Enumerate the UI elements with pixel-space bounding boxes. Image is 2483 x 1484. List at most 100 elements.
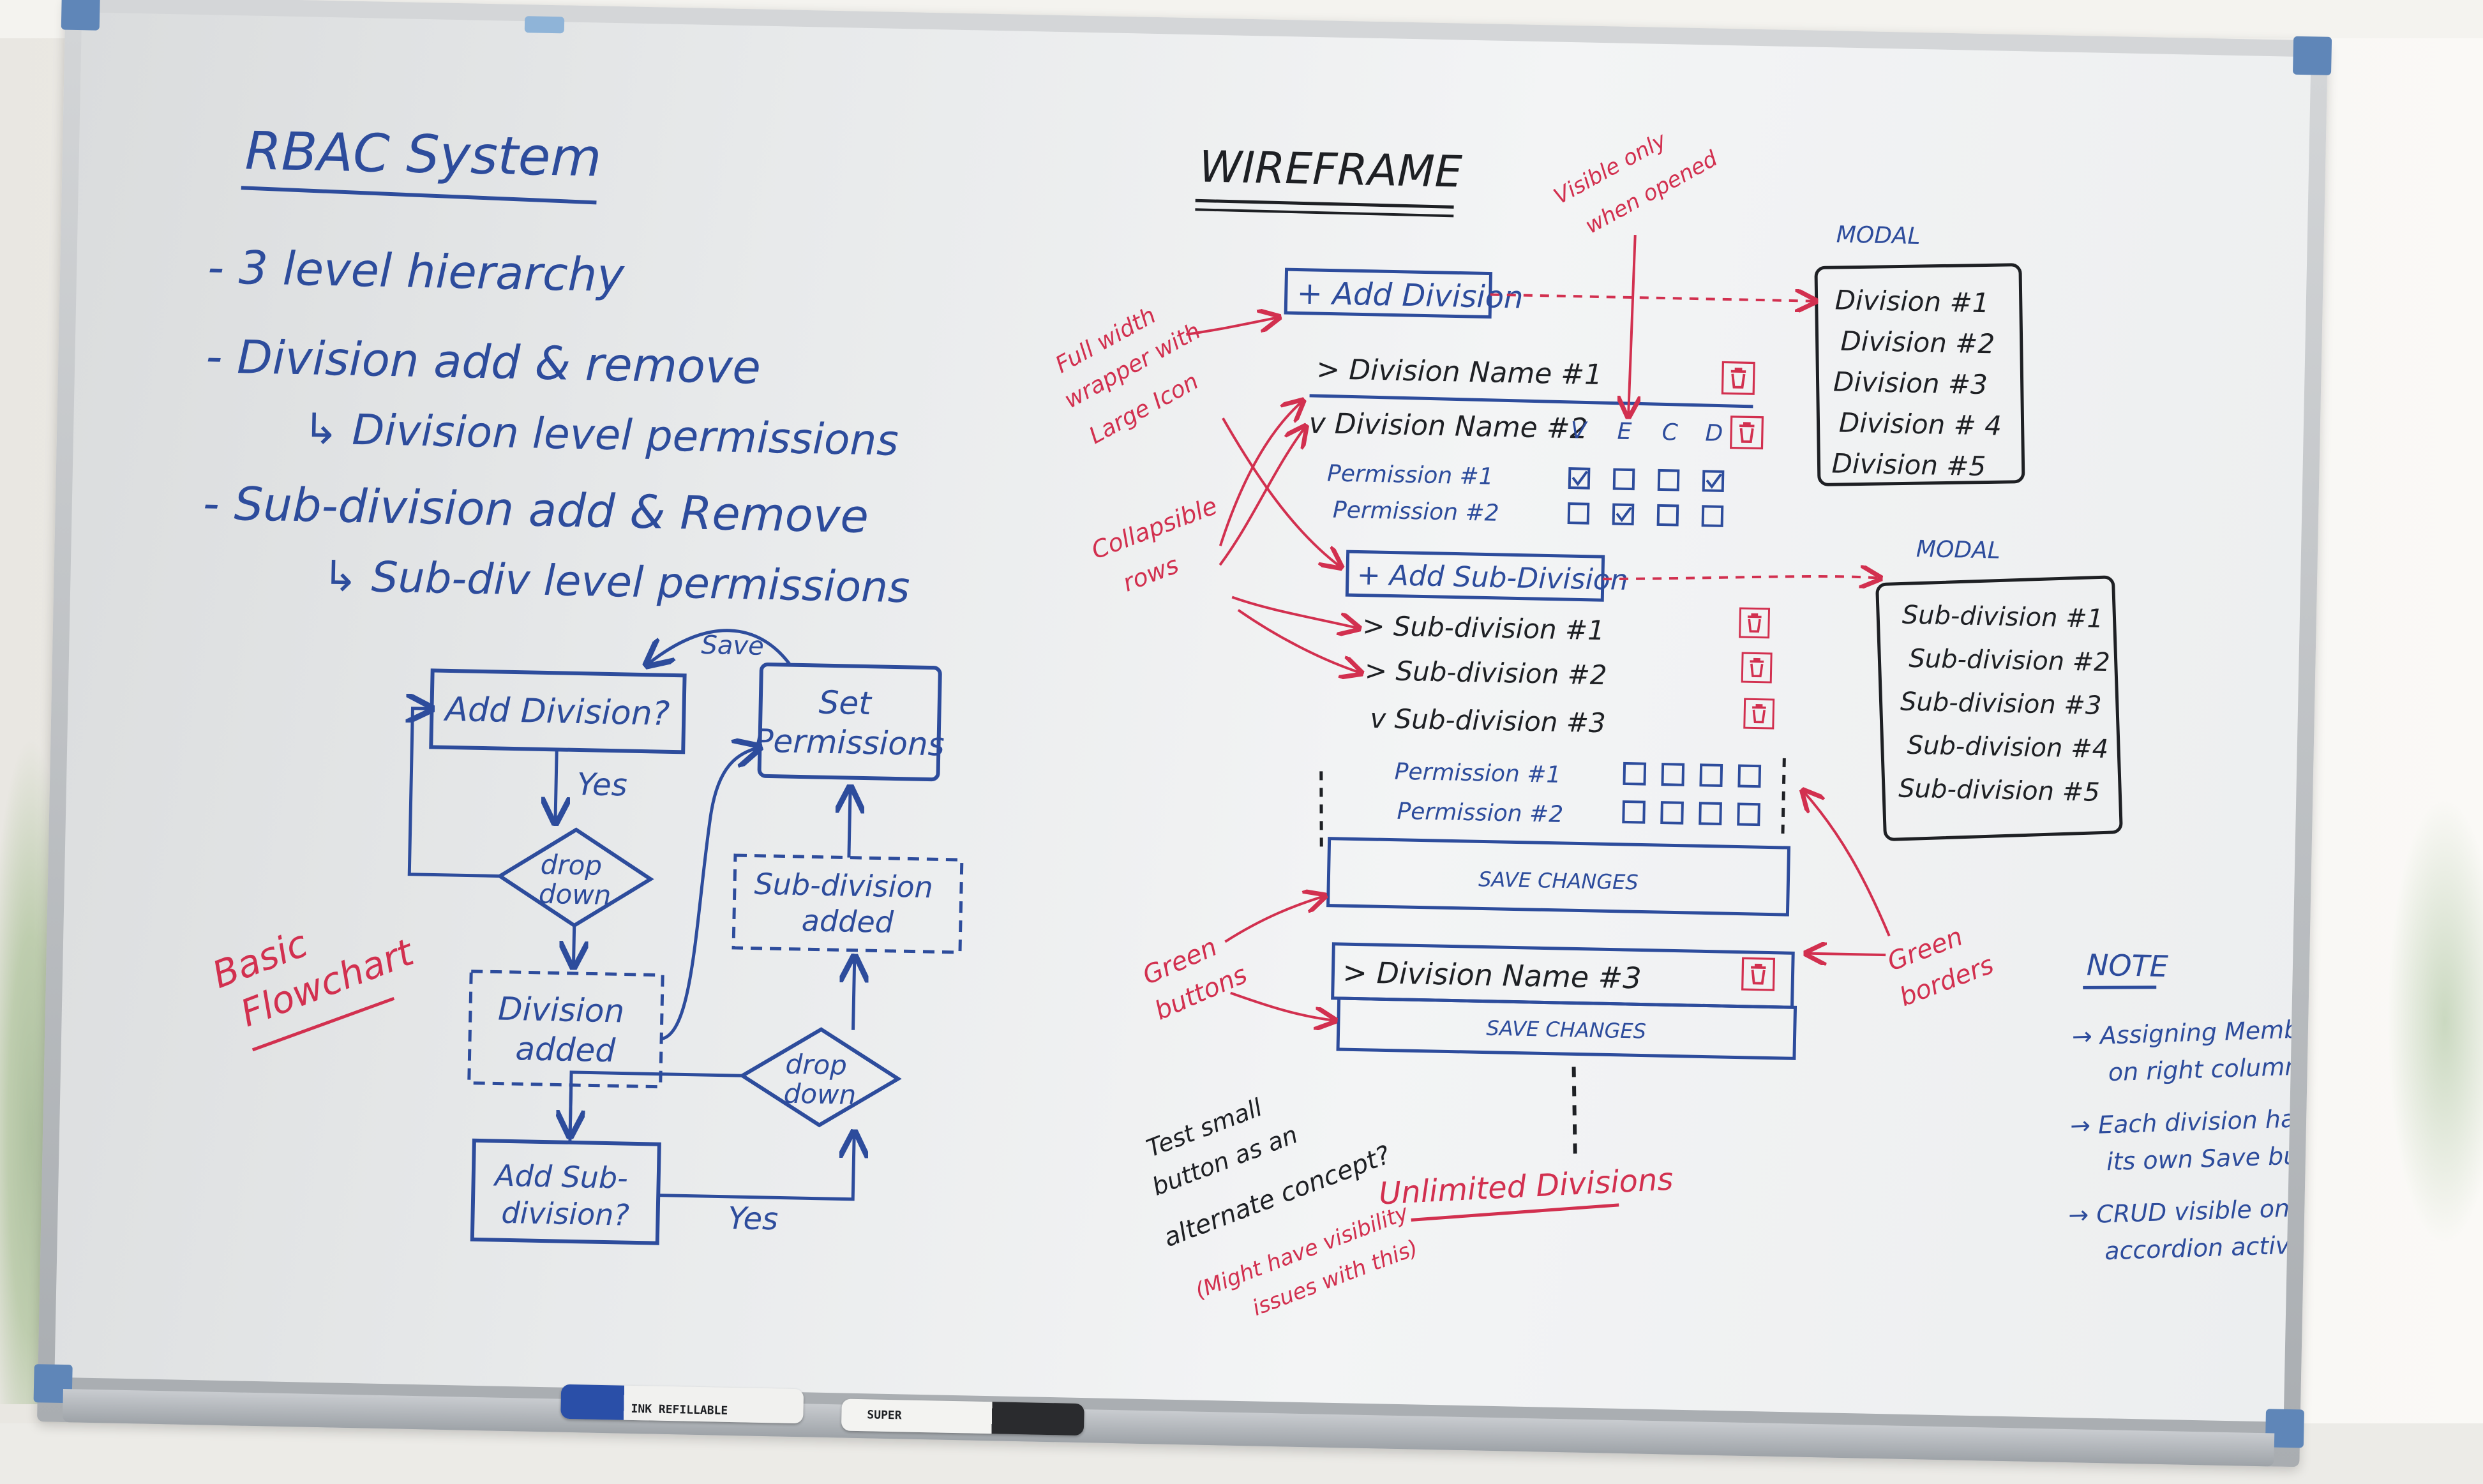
save-changes-label: SAVE CHANGES: [1478, 867, 1639, 894]
checkbox: [1567, 502, 1590, 525]
rbac-title: RBAC System: [241, 121, 602, 205]
node-set-permissions-label: Set Permissions: [754, 683, 946, 763]
bullet-item: - Division add & remove: [206, 329, 761, 394]
division-row-open: v Division Name #2: [1309, 407, 1588, 446]
checkbox: [1612, 468, 1635, 491]
annotation-green-buttons: Green buttons: [1138, 892, 1338, 1030]
division-checkboxes: [1567, 467, 1725, 527]
node-division-added: Division added: [467, 970, 664, 1089]
blue-marker: INK REFILLABLE: [560, 1384, 804, 1424]
wireframe: WIREFRAME + Add Division > Division Name…: [1195, 142, 2123, 1157]
edge-to-subdivision-added: [853, 957, 854, 1030]
node-division-added-label: Division added: [497, 991, 634, 1070]
note-item-line: its own Save button: [2106, 1140, 2311, 1176]
bullet-subitem: ↳ Division level permissions: [303, 404, 899, 465]
modal-item: Sub-division #4: [1907, 731, 2108, 764]
node-dropdown-1-line2: down: [539, 878, 611, 911]
node-subdivision-added-label: Sub-division added: [753, 867, 943, 941]
node-add-subdivision-line2: division?: [501, 1195, 629, 1233]
division-row-3-label: > Division Name #3: [1342, 955, 1642, 995]
node-add-subdivision: Add Sub- division?: [470, 1138, 661, 1245]
save-changes-label: SAVE CHANGES: [1486, 1016, 1646, 1044]
annotation-arrow: [1222, 417, 1344, 567]
add-subdivision-button: + Add Sub-Division: [1345, 550, 1628, 602]
edge-loop-back: [409, 708, 500, 878]
node-dropdown-1-label: drop down: [539, 849, 612, 911]
crud-header: V: [1570, 417, 1588, 444]
note-item-line: on right column: [2108, 1053, 2300, 1087]
trash-icon: [1741, 652, 1773, 684]
add-division-button-label: + Add Division: [1296, 275, 1524, 315]
flowchart: Add Division? Set Permissions Save Yes d…: [206, 629, 964, 1245]
checkbox: [1737, 764, 1762, 788]
node-set-permissions-line1: Set: [818, 684, 873, 723]
note-title: NOTE: [2086, 948, 2168, 984]
trash-icon: [1743, 698, 1775, 730]
subdivision-row: > Sub-division #1: [1362, 610, 1605, 647]
more-divisions-dots: [1572, 1067, 1577, 1157]
edge-yes1-arrow: [555, 749, 557, 823]
checkbox: [1661, 763, 1685, 786]
note-item-line: → Each division has: [2069, 1104, 2308, 1140]
modal-item: Division # 4: [1838, 407, 2002, 442]
modal-title: MODAL: [1916, 536, 2001, 564]
node-subdivision-added-line1: Sub-division: [754, 867, 933, 905]
note-item-line: → CRUD visible on: [2068, 1194, 2290, 1229]
checkbox: [1657, 468, 1680, 491]
node-add-subdivision-line1: Add Sub-: [493, 1158, 629, 1195]
black-marker-label: SUPER: [867, 1408, 902, 1423]
annotation-test-small: Test small button as an alternate concep…: [1143, 1093, 1422, 1321]
title-underline: [241, 186, 597, 205]
modal-item: Division #5: [1831, 447, 1986, 482]
checkbox: [1702, 470, 1725, 492]
annotation-arrow: [1806, 954, 1886, 956]
save-changes-button: SAVE CHANGES: [1326, 837, 1791, 917]
crud-header: C: [1662, 419, 1679, 446]
whiteboard-drawing: RBAC System - 3 level hierarchy - Divisi…: [202, 121, 2311, 1321]
checkbox: [1701, 505, 1724, 527]
permission-label: Permission #1: [1394, 759, 1561, 788]
node-add-subdivision-label: Add Sub- division?: [491, 1158, 637, 1233]
note-item-line: → Assigning Members: [2071, 1014, 2311, 1051]
crud-header: D: [1705, 420, 1723, 447]
edge-yes2-label: Yes: [728, 1201, 779, 1238]
modal-item: Sub-division #3: [1900, 687, 2102, 721]
annotation-green-borders: Green borders: [1798, 791, 1998, 1012]
permission-label: Permission #2: [1333, 497, 1499, 527]
checkbox: [1699, 763, 1723, 787]
whiteboard: RBAC System - 3 level hierarchy - Divisi…: [33, 0, 2332, 1467]
checkbox: [1699, 802, 1722, 825]
bullet-item: - 3 level hierarchy: [207, 240, 626, 302]
checkbox: [1622, 800, 1646, 824]
trash-icon: [1739, 607, 1771, 639]
modal-title: MODAL: [1836, 221, 1921, 250]
black-marker: SUPER: [841, 1398, 1084, 1436]
checkmark-icon: [1706, 473, 1722, 489]
connector-to-modal2: [1602, 572, 1880, 585]
annotation-arrow: [1219, 424, 1305, 566]
modal-item: Sub-division #2: [1909, 644, 2110, 677]
note-underline: [2083, 986, 2157, 989]
annotation-line: Collapsible: [1088, 491, 1221, 565]
annotation-unlimited: Unlimited Divisions: [1378, 1162, 1674, 1222]
trash-icon: [1741, 957, 1776, 991]
node-dropdown-2: drop down: [739, 1027, 902, 1128]
rbac-title-text: RBAC System: [244, 121, 602, 188]
bullet-subitem: ↳ Sub-div level permissions: [322, 551, 910, 612]
wireframe-underline: [1195, 208, 1454, 218]
annotation-arrow: [1800, 791, 1891, 937]
trash-icon: [1730, 416, 1764, 450]
modal-item: Division #2: [1840, 326, 1995, 360]
flowchart-caption-label: Basic Flowchart: [206, 887, 420, 1040]
subdivision-row: > Sub-division #2: [1364, 655, 1607, 691]
node-dropdown-2-line1: drop: [785, 1049, 847, 1081]
bullet-list: - 3 level hierarchy - Division add & rem…: [202, 240, 910, 612]
wireframe-title: WIREFRAME: [1199, 142, 1463, 197]
edge-yes1-label: Yes: [577, 767, 628, 804]
division-row: > Division Name #1: [1316, 353, 1603, 391]
node-add-division-label: Add Division?: [443, 691, 670, 733]
edge-dropdown2-back: [568, 1070, 743, 1143]
